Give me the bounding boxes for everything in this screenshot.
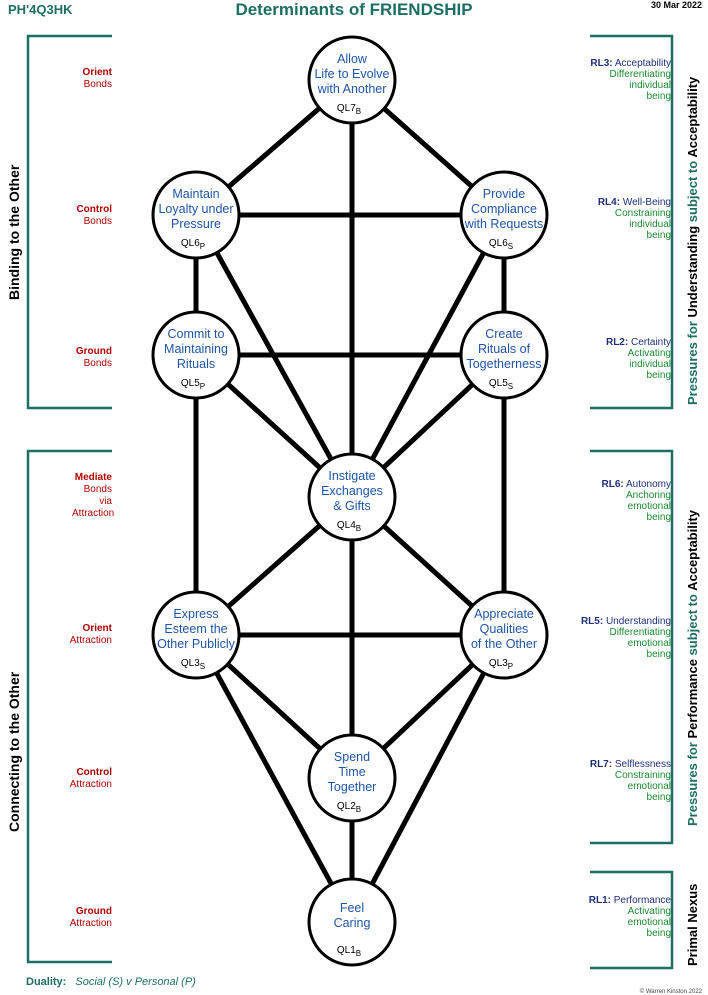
node-label-line: Togetherness: [466, 357, 541, 371]
node-code: QL3S: [181, 658, 205, 671]
node-circle: [307, 877, 397, 967]
node-code: QL7B: [337, 103, 361, 116]
left-bracket-binding: [26, 34, 112, 410]
left-bracket-connecting: [26, 449, 112, 964]
node-circle: [151, 170, 241, 260]
node-label-line: Maintain: [172, 187, 219, 201]
node-label-line: Spend: [334, 750, 370, 764]
node-circle: [307, 452, 397, 542]
diagram-id: PH'4Q3HK: [8, 2, 73, 17]
node-label-line: with Requests: [464, 217, 544, 231]
edge-ql3p-ql1: [349, 633, 507, 924]
node-code: QL5P: [181, 378, 205, 391]
edge-ql3s-ql1: [193, 633, 355, 924]
node-label-line: Qualities: [480, 622, 529, 636]
node-code: QL4B: [337, 520, 361, 533]
duality-text: Social (S) v Personal (P): [75, 976, 196, 988]
right-bracket-nexus: [590, 870, 674, 970]
node-code: QL5S: [489, 378, 513, 391]
node-label-line: Feel: [340, 901, 364, 915]
node-code: QL6S: [489, 238, 513, 251]
node-label-line: with Another: [317, 82, 387, 96]
node-label-line: Rituals of: [478, 342, 531, 356]
node-label-line: Pressure: [171, 217, 221, 231]
page-title: Determinants of FRIENDSHIP: [235, 0, 473, 19]
node-label-line: Commit to: [168, 327, 225, 341]
node-circle: [459, 590, 549, 680]
right-bracket-performance: [590, 449, 674, 845]
node-label-line: Provide: [483, 187, 525, 201]
duality-label: Duality:: [26, 976, 67, 988]
node-label-line: Together: [328, 780, 377, 794]
node-label-line: Time: [338, 765, 365, 779]
node-label-line: & Gifts: [333, 499, 371, 513]
node-label-line: Create: [485, 327, 523, 341]
node-circle: [307, 733, 397, 823]
copyright: © Warren Kinston 2022: [639, 989, 702, 995]
node-circle: [151, 590, 241, 680]
node-label-line: Appreciate: [474, 607, 534, 621]
right-bracket-understanding: [590, 34, 674, 410]
date-label: 30 Mar 2022: [650, 0, 702, 10]
node-label-line: Rituals: [177, 357, 215, 371]
node-code: QL1B: [337, 945, 361, 958]
node-label-line: Instigate: [328, 469, 375, 483]
node-code: QL6P: [181, 238, 205, 251]
node-circle: [459, 170, 549, 260]
node-label-line: Exchanges: [321, 484, 383, 498]
node-code: QL3P: [489, 658, 513, 671]
node-label-line: Other Publicly: [157, 637, 236, 651]
node-label-line: Caring: [334, 916, 371, 930]
node-code: QL2B: [337, 801, 361, 814]
node-label-line: Maintaining: [164, 342, 228, 356]
node-circle: [307, 35, 397, 125]
node-label-line: Esteem the: [164, 622, 227, 636]
footer-duality: Duality: Social (S) v Personal (P): [26, 976, 196, 988]
node-label-line: Life to Evolve: [314, 67, 389, 81]
node-label-line: Loyalty under: [158, 202, 233, 216]
node-label-line: Express: [173, 607, 218, 621]
node-label-line: Allow: [337, 52, 368, 66]
node-label-line: Compliance: [471, 202, 537, 216]
node-label-line: of the Other: [471, 637, 537, 651]
node-circle: [459, 310, 549, 400]
node-circle: [151, 310, 241, 400]
